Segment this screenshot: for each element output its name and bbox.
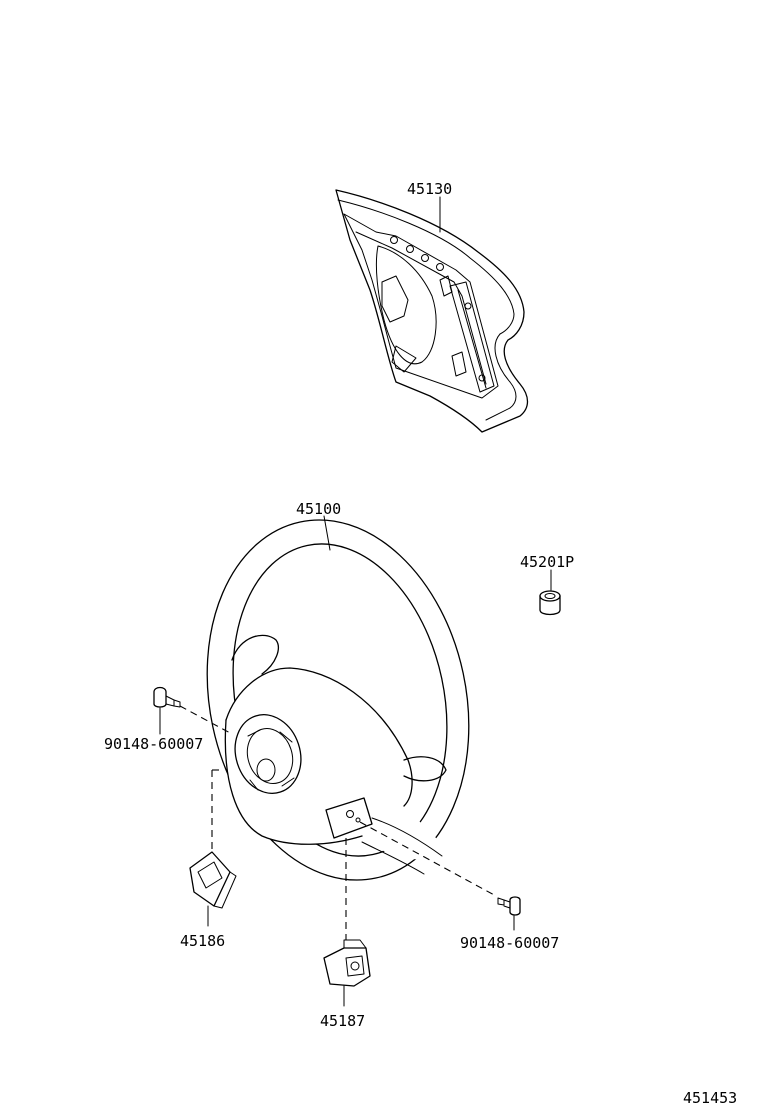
- screw-right-drawing: [497, 896, 521, 916]
- leader-45100: [323, 515, 331, 551]
- label-screw-right: 90148-60007: [460, 934, 559, 952]
- nut-drawing: [539, 590, 561, 616]
- steering-pad-drawing: [335, 189, 529, 433]
- label-45100: 45100: [296, 500, 341, 518]
- label-45130: 45130: [407, 180, 452, 198]
- label-45186: 45186: [180, 932, 225, 950]
- label-screw-left: 90148-60007: [104, 735, 203, 753]
- label-45201P: 45201P: [520, 553, 574, 571]
- figure-number: 451453: [683, 1089, 737, 1107]
- cover-lower-drawing: [323, 939, 371, 987]
- label-45187: 45187: [320, 1012, 365, 1030]
- cover-left-drawing: [189, 851, 237, 909]
- dashed-line-screw-right: [359, 821, 497, 897]
- steering-wheel-drawing: [206, 519, 470, 881]
- dashed-line-screw-left: [179, 705, 233, 735]
- screw-left-drawing: [153, 686, 181, 708]
